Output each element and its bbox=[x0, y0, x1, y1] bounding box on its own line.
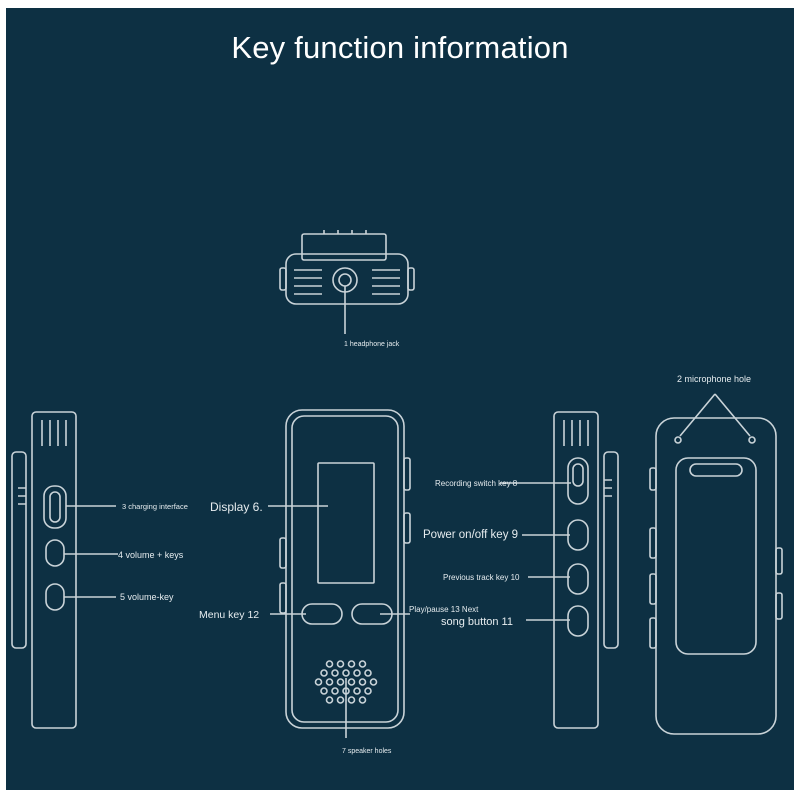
speaker-hole bbox=[347, 678, 356, 686]
front-device bbox=[279, 409, 411, 729]
device-diagram: 1 headphone jack 2 microphone hole 3 cha… bbox=[11, 230, 783, 755]
volume-plus-key bbox=[45, 539, 65, 567]
microphone-hole-icon bbox=[748, 436, 756, 444]
speaker-holes-icon bbox=[314, 660, 378, 704]
volume-minus-label: 5 volume-key bbox=[120, 592, 174, 602]
menu-key-label: Menu key 12 bbox=[199, 609, 259, 621]
speaker-hole bbox=[331, 687, 339, 695]
speaker-label: 7 speaker holes bbox=[342, 748, 392, 755]
speaker-hole bbox=[342, 669, 350, 677]
speaker-hole bbox=[369, 678, 378, 686]
speaker-hole bbox=[358, 660, 367, 668]
charging-port-icon bbox=[43, 485, 67, 529]
speaker-hole bbox=[353, 687, 361, 695]
page-title: Key function information bbox=[231, 30, 569, 65]
top-view-device bbox=[279, 230, 415, 305]
previous-track-label: Previous track key 10 bbox=[443, 573, 520, 582]
power-label: Power on/off key 9 bbox=[423, 529, 518, 541]
volume-minus-key bbox=[45, 583, 65, 611]
diagram-canvas: Key function information bbox=[6, 8, 794, 790]
charging-label: 3 charging interface bbox=[122, 502, 188, 511]
power-key bbox=[567, 519, 589, 551]
speaker-hole bbox=[364, 687, 372, 695]
volume-plus-label: 4 volume + keys bbox=[118, 550, 184, 560]
recording-label: Recording switch key 8 bbox=[435, 479, 518, 488]
speaker-hole bbox=[336, 660, 345, 668]
speaker-hole bbox=[336, 696, 345, 704]
speaker-hole bbox=[320, 687, 328, 695]
next-song-key bbox=[567, 605, 589, 637]
headphone-label: 1 headphone jack bbox=[344, 341, 400, 348]
recording-switch bbox=[567, 457, 589, 505]
speaker-hole bbox=[336, 678, 345, 686]
back-device bbox=[649, 417, 783, 735]
speaker-hole bbox=[331, 669, 339, 677]
speaker-hole bbox=[358, 678, 367, 686]
speaker-hole bbox=[347, 696, 356, 704]
speaker-hole bbox=[325, 696, 334, 704]
microphone-label: 2 microphone hole bbox=[677, 374, 751, 384]
play-next-label: Play/pause 13 Next bbox=[409, 605, 479, 614]
speaker-hole bbox=[325, 660, 334, 668]
speaker-hole bbox=[325, 678, 334, 686]
right-side-device bbox=[553, 411, 619, 729]
speaker-hole bbox=[314, 678, 323, 686]
microphone-hole-icon bbox=[674, 436, 682, 444]
song-button-label: song button 11 bbox=[441, 616, 513, 628]
speaker-hole bbox=[320, 669, 328, 677]
menu-key bbox=[301, 603, 343, 625]
speaker-hole bbox=[358, 696, 367, 704]
speaker-hole bbox=[347, 660, 356, 668]
speaker-hole bbox=[364, 669, 372, 677]
previous-track-key bbox=[567, 563, 589, 595]
left-side-device bbox=[11, 411, 77, 729]
display-label: Display 6. bbox=[210, 500, 263, 514]
display-screen bbox=[317, 462, 375, 584]
speaker-hole bbox=[353, 669, 361, 677]
